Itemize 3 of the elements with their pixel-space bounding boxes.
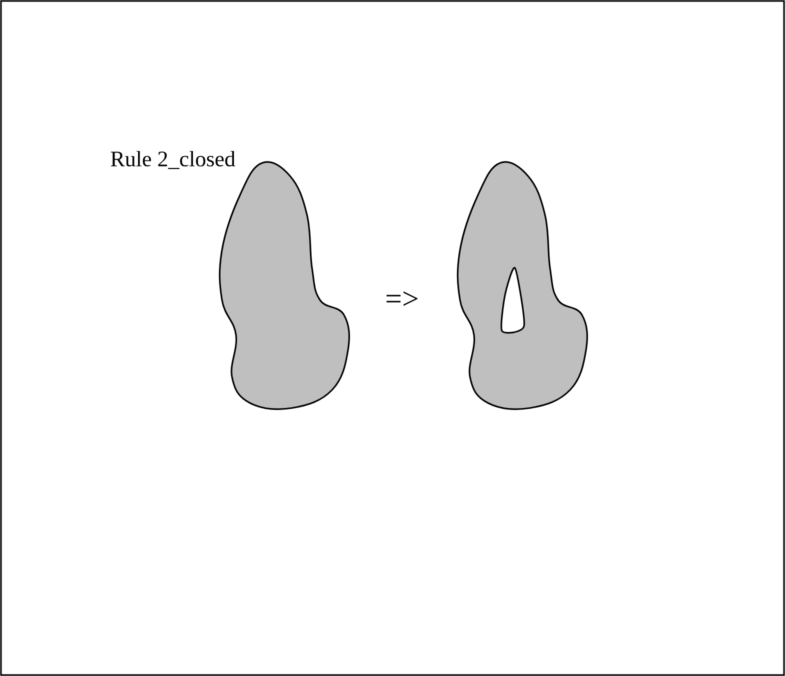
transform-sign: =>: [386, 291, 418, 306]
blob-shape: [456, 161, 588, 410]
title: Rule 2_closed: [110, 150, 236, 170]
